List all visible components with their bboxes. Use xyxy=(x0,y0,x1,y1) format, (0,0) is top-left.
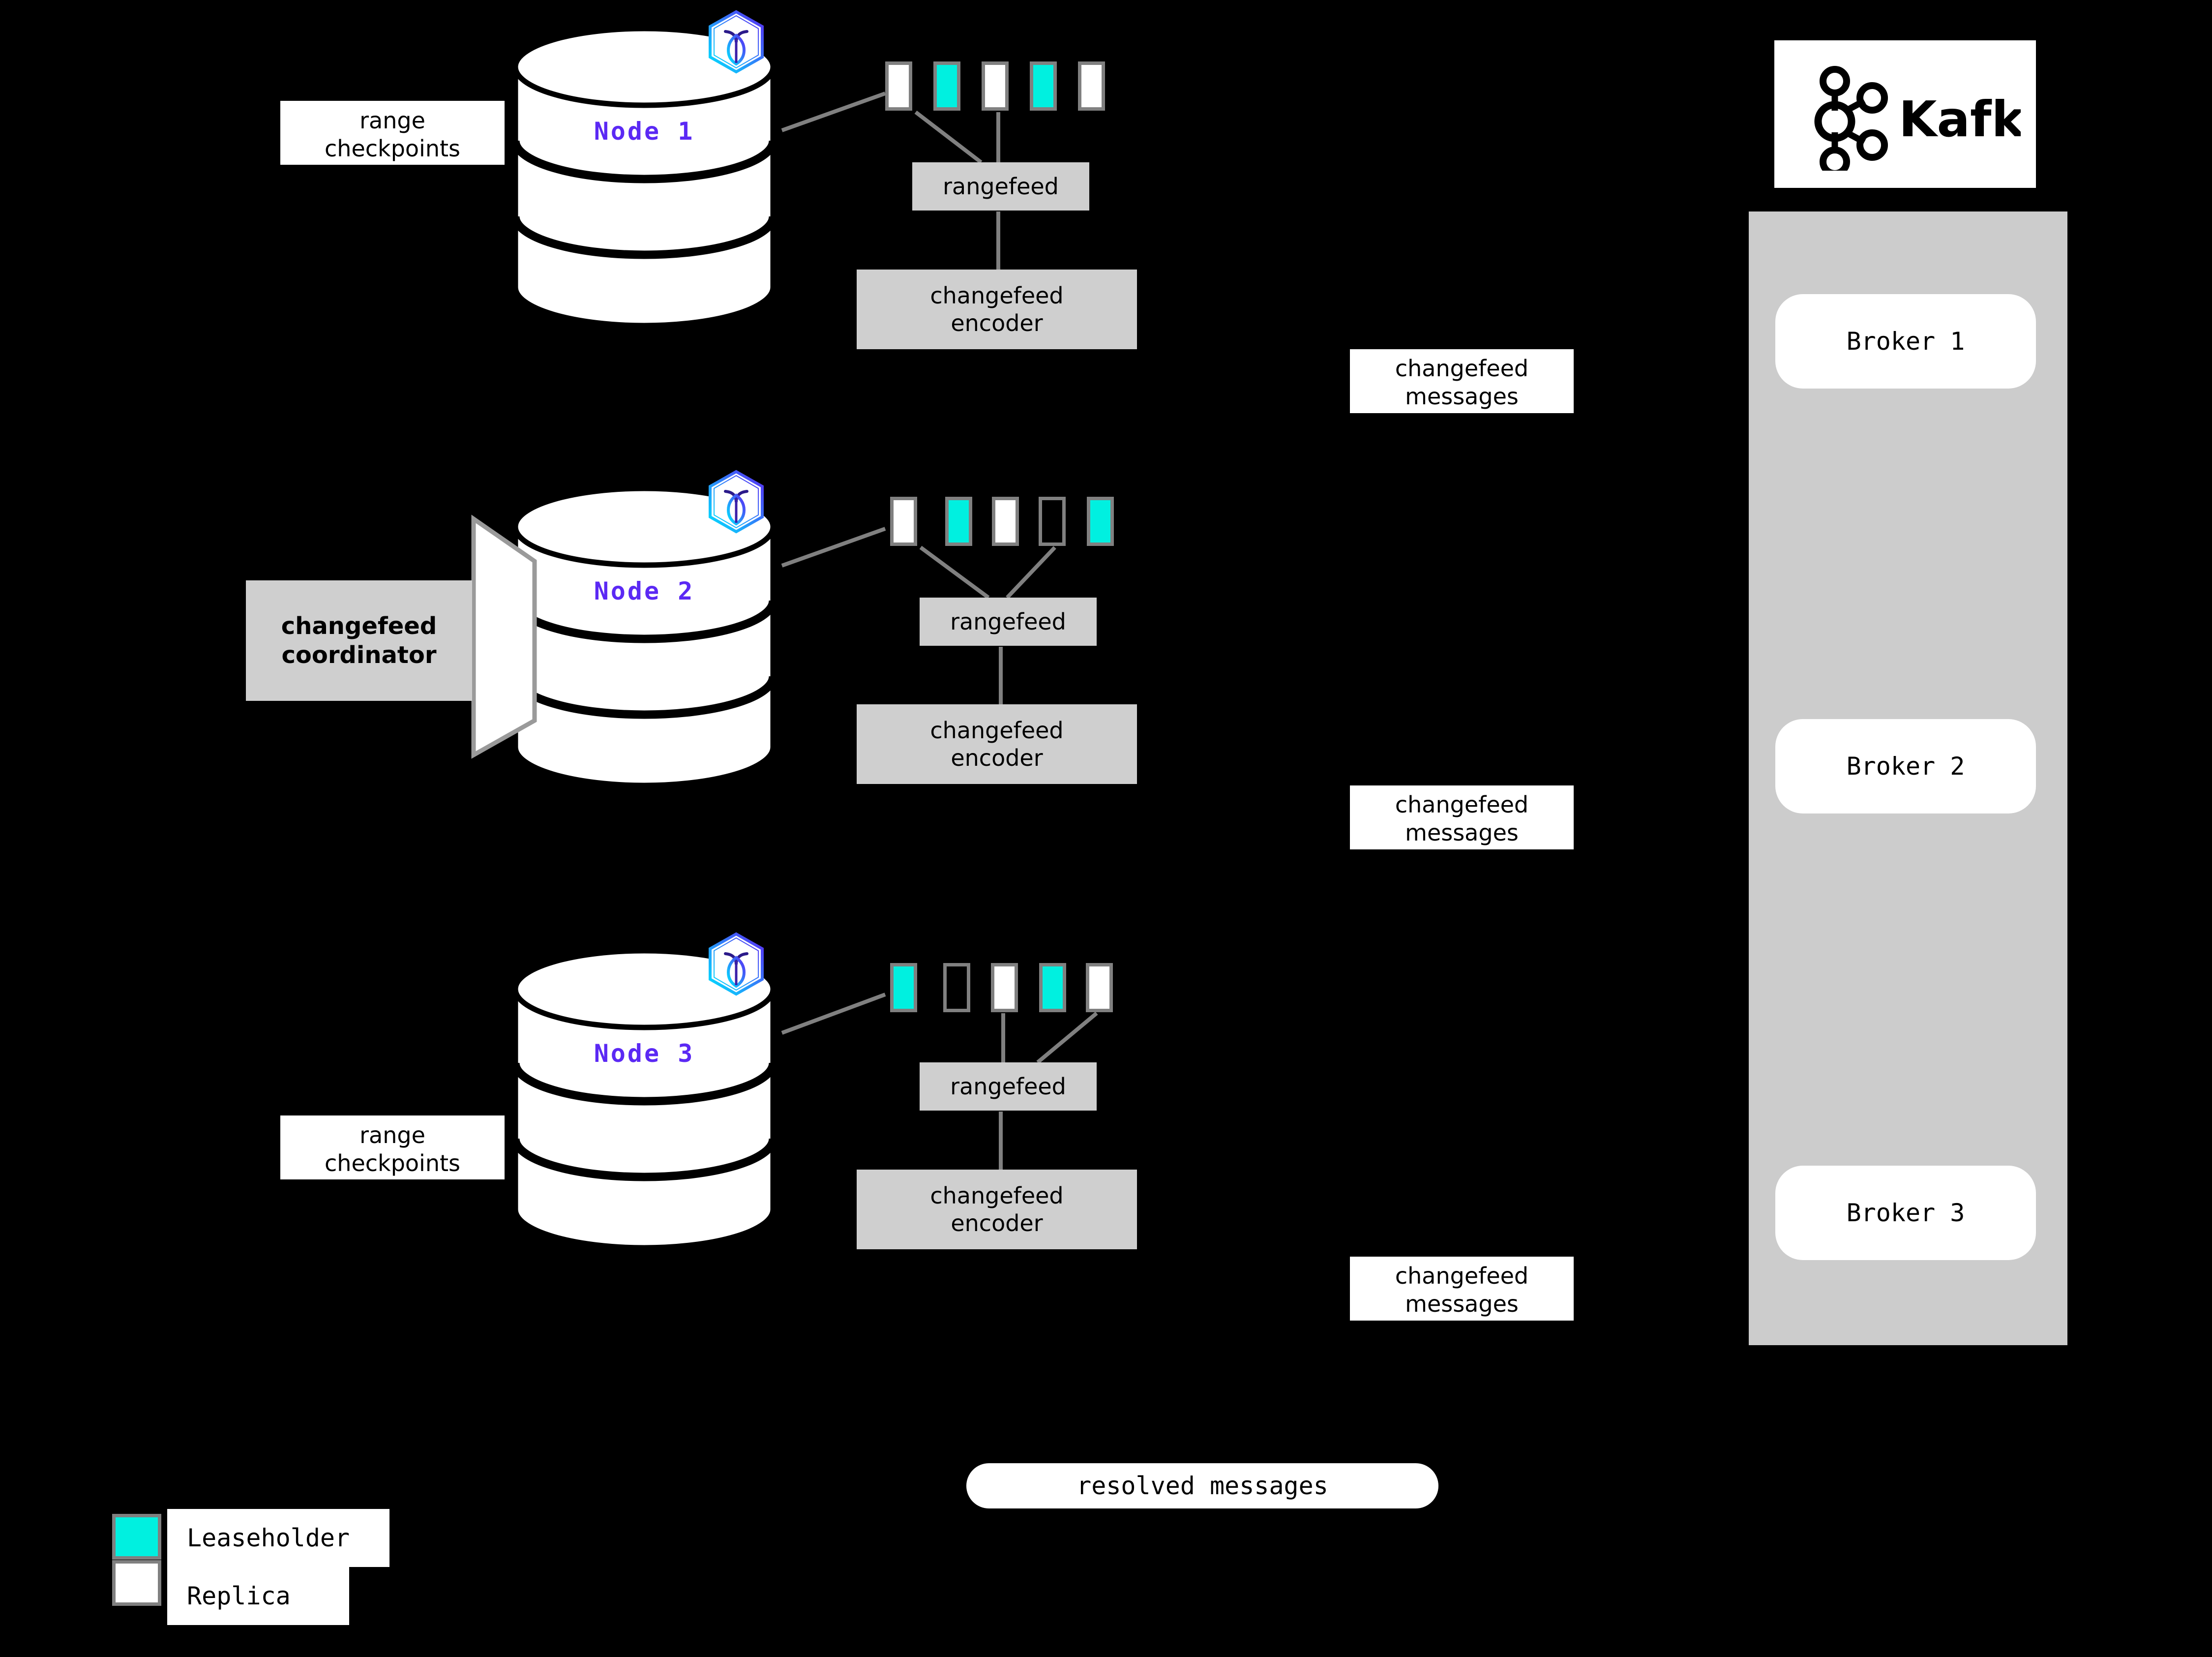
node-3-range-2[interactable] xyxy=(943,963,970,1012)
node-2-range-4[interactable] xyxy=(1039,497,1066,546)
node-1-encoder-line-1: changefeed xyxy=(930,282,1064,309)
node-3-cylinder xyxy=(511,948,777,1251)
node-3-encoder-line-1: changefeed xyxy=(930,1182,1064,1209)
node-3-rangefeed-label: rangefeed xyxy=(950,1073,1066,1100)
node-3-range-checkpoints-label: range checkpoints xyxy=(280,1115,505,1179)
legend-label-leaseholder: Leaseholder xyxy=(167,1509,389,1567)
node-2-label: Node 2 xyxy=(594,577,695,605)
node-2-rangefeed-label: rangefeed xyxy=(950,608,1066,635)
node-3-messages-line-2: messages xyxy=(1405,1291,1519,1317)
node-2-messages-line-1: changefeed xyxy=(1395,791,1529,818)
changefeed-coordinator-box[interactable]: changefeed coordinator xyxy=(246,580,472,701)
cockroachdb-icon xyxy=(707,932,766,996)
legend-swatch-leaseholder xyxy=(112,1514,161,1560)
node-2-range-1[interactable] xyxy=(890,497,917,546)
node-1-encoder-box[interactable]: changefeed encoder xyxy=(857,270,1137,349)
node-3-rangefeed-box[interactable]: rangefeed xyxy=(920,1062,1097,1111)
changefeed-coordinator-wedge xyxy=(471,514,537,759)
cockroachdb-icon xyxy=(707,10,766,74)
node-3-group: Node 3 xyxy=(511,947,777,1252)
node-2-encoder-line-2: encoder xyxy=(951,745,1043,771)
node-1-range-3[interactable] xyxy=(982,61,1009,111)
node-1-range-2[interactable] xyxy=(933,61,960,111)
node-3-encoder-line-2: encoder xyxy=(951,1210,1043,1236)
node-2-group: Node 2 xyxy=(511,484,777,789)
node-1-encoder-line-2: encoder xyxy=(951,310,1043,336)
node-1-range-1[interactable] xyxy=(885,61,912,111)
node-2-changefeed-messages-label: changefeed messages xyxy=(1350,785,1574,849)
node-1-range-checkpoints-label: range checkpoints xyxy=(280,101,505,165)
node-1-range-4[interactable] xyxy=(1030,61,1057,111)
broker-1-card[interactable]: Broker 1 xyxy=(1775,294,2036,389)
node-1-label: Node 1 xyxy=(594,117,695,146)
node-2-range-3[interactable] xyxy=(992,497,1019,546)
node-1-rangefeed-label: rangefeed xyxy=(943,173,1059,200)
node-3-range-3[interactable] xyxy=(991,963,1018,1012)
node-2-range-2[interactable] xyxy=(945,497,972,546)
broker-2-label: Broker 2 xyxy=(1846,752,1965,781)
coordinator-line-2: coordinator xyxy=(281,641,437,669)
node-1-checkpoints-line-2: checkpoints xyxy=(325,135,460,162)
legend-swatch-replica xyxy=(112,1560,161,1606)
coordinator-line-1: changefeed xyxy=(281,612,437,640)
node-3-encoder-box[interactable]: changefeed encoder xyxy=(857,1170,1137,1249)
node-1-rangefeed-box[interactable]: rangefeed xyxy=(912,162,1089,211)
node-3-checkpoints-line-1: range xyxy=(359,1121,425,1148)
resolved-messages-pill[interactable]: resolved messages xyxy=(966,1463,1438,1508)
node-2-cylinder xyxy=(511,485,777,788)
kafka-logo: Kafka xyxy=(1774,40,2036,188)
node-1-messages-line-1: changefeed xyxy=(1395,355,1529,382)
node-3-range-5[interactable] xyxy=(1086,963,1113,1012)
node-1-range-5[interactable] xyxy=(1078,61,1105,111)
node-3-range-4[interactable] xyxy=(1039,963,1066,1012)
broker-2-card[interactable]: Broker 2 xyxy=(1775,719,2036,813)
resolved-messages-label: resolved messages xyxy=(1076,1472,1328,1500)
kafka-wordmark: Kafka xyxy=(1899,90,2021,148)
kafka-mark-icon: Kafka xyxy=(1814,66,2021,171)
broker-3-card[interactable]: Broker 3 xyxy=(1775,1166,2036,1260)
node-3-changefeed-messages-label: changefeed messages xyxy=(1350,1257,1574,1321)
node-2-encoder-line-1: changefeed xyxy=(930,717,1064,744)
node-1-checkpoints-line-1: range xyxy=(359,107,425,134)
node-3-checkpoints-line-2: checkpoints xyxy=(325,1150,460,1176)
node-3-range-1[interactable] xyxy=(890,963,917,1012)
legend-label-replica: Replica xyxy=(167,1567,349,1625)
node-2-range-5[interactable] xyxy=(1087,497,1114,546)
cockroachdb-icon xyxy=(707,470,766,534)
node-2-encoder-box[interactable]: changefeed encoder xyxy=(857,704,1137,784)
node-3-label: Node 3 xyxy=(594,1039,695,1068)
broker-1-label: Broker 1 xyxy=(1846,327,1965,356)
node-2-rangefeed-box[interactable]: rangefeed xyxy=(920,598,1097,646)
node-1-messages-line-2: messages xyxy=(1405,383,1519,410)
broker-3-label: Broker 3 xyxy=(1846,1199,1965,1227)
node-2-messages-line-2: messages xyxy=(1405,819,1519,846)
node-1-changefeed-messages-label: changefeed messages xyxy=(1350,349,1574,413)
node-3-messages-line-1: changefeed xyxy=(1395,1262,1529,1289)
